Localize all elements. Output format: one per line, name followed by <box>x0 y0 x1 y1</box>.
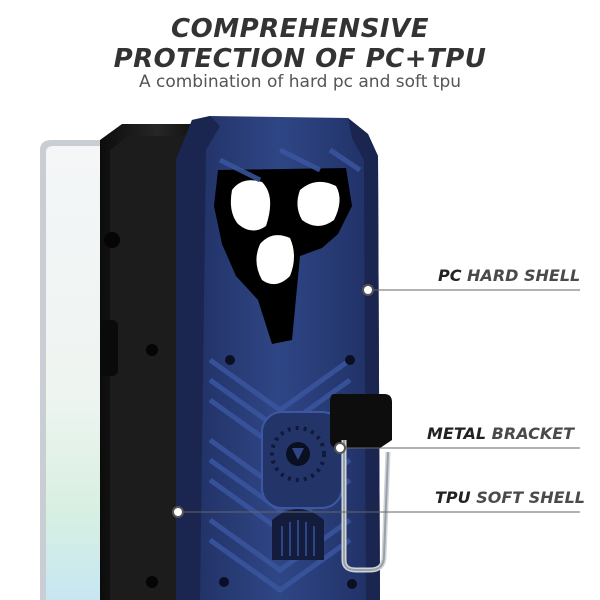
callout-tpu-soft-shell-word-1: TPU <box>435 488 471 507</box>
callout-lines <box>172 284 580 518</box>
callout-tpu-soft-shell-word-2: SOFT SHELL <box>470 488 585 507</box>
callout-pc-hard-shell: PC HARD SHELL <box>438 266 580 285</box>
metal-ring-bracket <box>330 394 392 573</box>
callout-tpu-soft-shell: TPU SOFT SHELL <box>435 488 585 507</box>
kickstand-emblem <box>272 509 324 560</box>
pc-hard-shell <box>176 116 380 600</box>
magnet-plate <box>261 411 343 509</box>
callout-metal-bracket-word-2: BRACKET <box>486 424 575 443</box>
headline-line-1: COMPREHENSIVE <box>171 14 429 44</box>
subheadline: A combination of hard pc and soft tpu <box>138 72 462 92</box>
callout-pc-hard-shell-word-1: PC <box>438 266 462 285</box>
callout-metal-bracket-word-1: METAL <box>427 424 487 443</box>
headline-line-2: PROTECTION OF PC+TPU <box>113 44 487 74</box>
callout-pc-hard-shell-word-2: HARD SHELL <box>461 266 581 285</box>
callout-metal-bracket: METAL BRACKET <box>427 424 574 443</box>
